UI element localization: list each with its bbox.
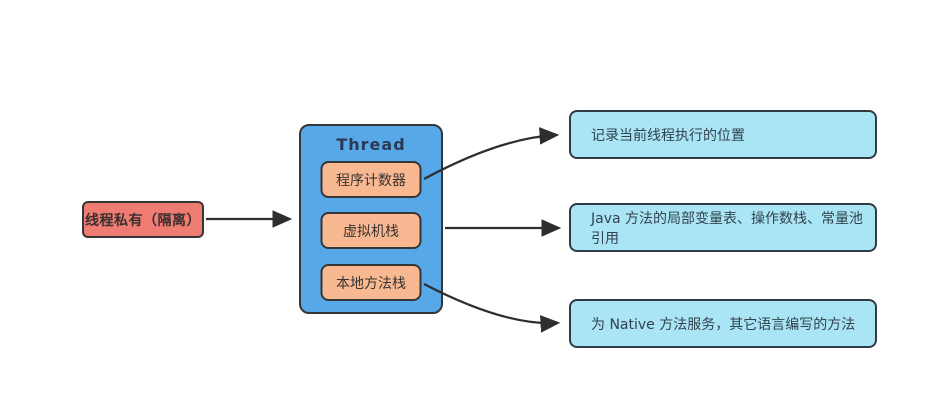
thread-private-label: 线程私有（隔离） — [85, 212, 201, 229]
native-method-stack-label: 本地方法栈 — [336, 275, 406, 292]
native-method-stack-description-node: 为 Native 方法服务，其它语言编写的方法 — [569, 299, 877, 348]
vm-stack-node: 虚拟机栈 — [320, 212, 422, 249]
vm-stack-description-label: Java 方法的局部变量表、操作数栈、常量池引用 — [591, 210, 864, 247]
arrow-native-stack-to-description — [423, 283, 561, 333]
program-counter-node: 程序计数器 — [320, 161, 422, 198]
vm-stack-label: 虚拟机栈 — [343, 223, 399, 240]
program-counter-label: 程序计数器 — [336, 172, 406, 189]
thread-private-node: 线程私有（隔离） — [82, 201, 204, 238]
vm-stack-description-node: Java 方法的局部变量表、操作数栈、常量池引用 — [569, 203, 877, 252]
native-method-stack-description-label: 为 Native 方法服务，其它语言编写的方法 — [591, 316, 856, 333]
arrow-program-counter-to-description — [423, 127, 560, 180]
program-counter-description-node: 记录当前线程执行的位置 — [569, 110, 877, 159]
thread-container: Thread 程序计数器 虚拟机栈 本地方法栈 — [299, 124, 443, 314]
program-counter-description-label: 记录当前线程执行的位置 — [591, 127, 745, 144]
native-method-stack-node: 本地方法栈 — [320, 264, 422, 301]
thread-container-title: Thread — [336, 135, 406, 154]
